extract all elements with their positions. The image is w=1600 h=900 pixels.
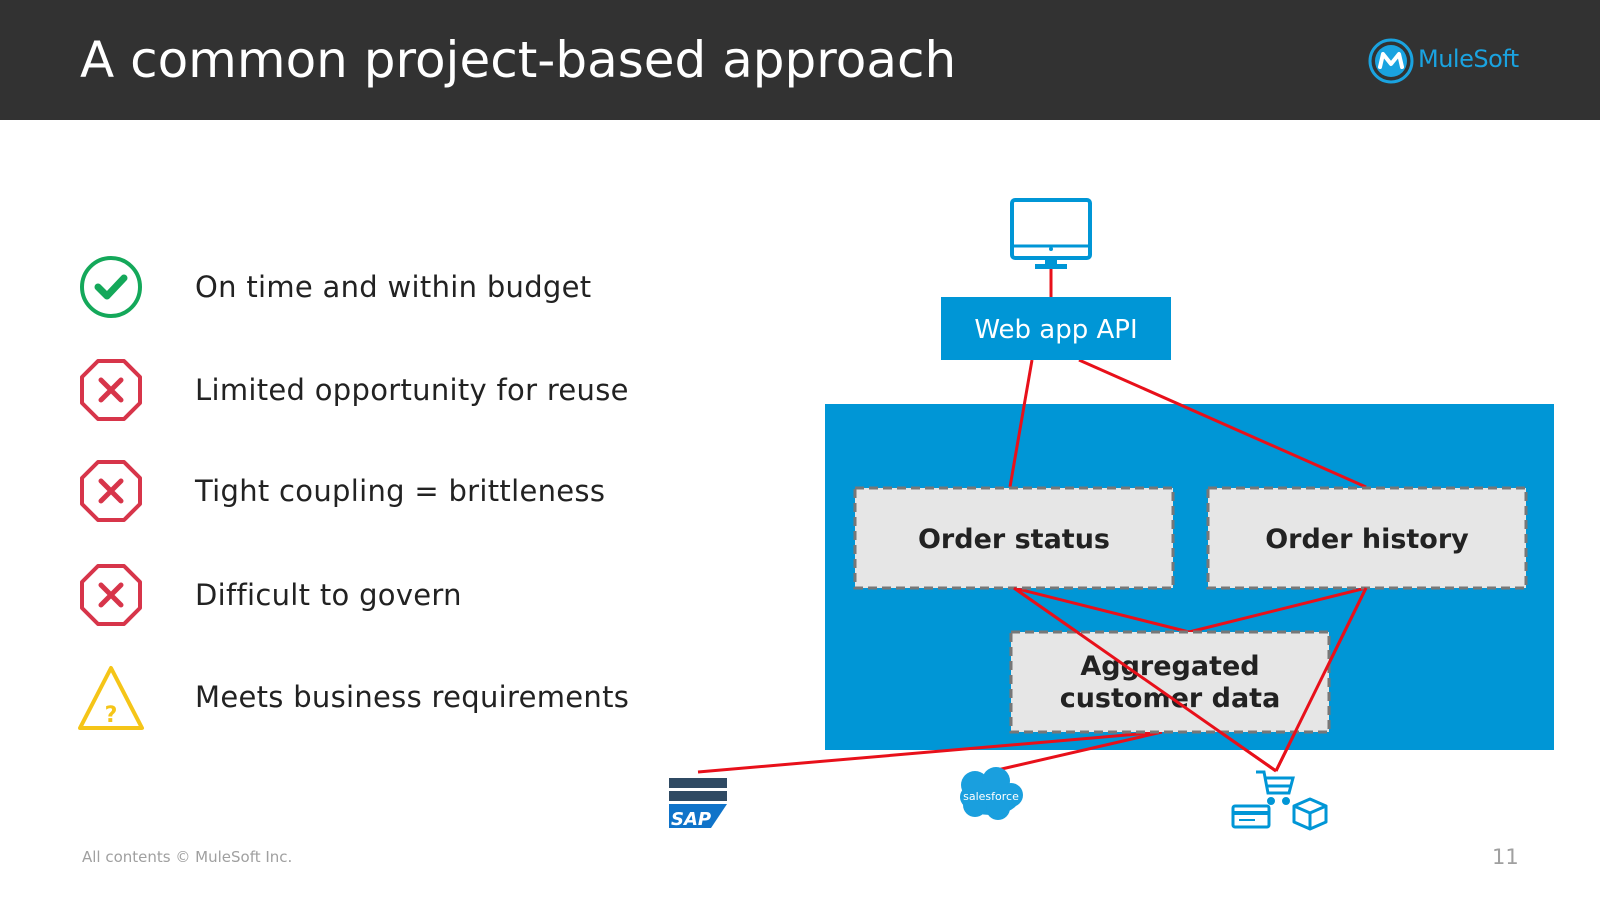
sap-label: SAP — [671, 809, 711, 830]
warning-triangle-icon: ? — [78, 666, 144, 730]
order-history-label: Order history — [1265, 524, 1469, 555]
checklist-item: Limited opportunity for reuse — [0, 355, 680, 425]
aggregated-label-line1: Aggregated — [1080, 651, 1259, 682]
mulesoft-logo: MuleSoft — [1366, 36, 1526, 86]
checklist-label: Tight coupling = brittleness — [195, 474, 606, 508]
package-box-icon — [1292, 797, 1328, 831]
checklist-item: Tight coupling = brittleness — [0, 456, 680, 526]
sap-server-icon: SAP — [669, 778, 727, 830]
checkmark-circle-icon — [80, 256, 142, 318]
checklist-label: Limited opportunity for reuse — [195, 373, 629, 407]
checklist-item: Difficult to govern — [0, 560, 680, 630]
order-history-box: Order history — [1206, 486, 1528, 590]
slide-title: A common project-based approach — [80, 31, 957, 89]
connector-line — [1188, 586, 1367, 634]
cross-octagon-icon — [80, 359, 142, 421]
order-status-label: Order status — [918, 524, 1110, 555]
connector-line — [1078, 358, 1367, 489]
slide-header: A common project-based approach MuleSoft — [0, 0, 1600, 120]
checklist-item: ? Meets business requirements — [0, 662, 680, 732]
salesforce-label: salesforce — [963, 790, 1019, 803]
credit-card-icon — [1231, 804, 1271, 829]
cross-octagon-icon — [80, 564, 142, 626]
checklist-item: On time and within budget — [0, 252, 680, 322]
salesforce-cloud-icon: salesforce — [960, 767, 1023, 820]
cross-octagon-icon — [80, 460, 142, 522]
mulesoft-logo-icon — [1368, 38, 1414, 84]
order-status-box: Order status — [853, 486, 1175, 590]
page-number: 11 — [1492, 845, 1519, 869]
web-app-api-label: Web app API — [974, 315, 1137, 345]
svg-text:?: ? — [105, 703, 118, 728]
checklist-label: Meets business requirements — [195, 680, 630, 714]
web-app-api-box: Web app API — [941, 297, 1171, 360]
connector-line — [992, 730, 1163, 773]
connector-line — [697, 730, 1163, 774]
checklist-label: On time and within budget — [195, 270, 592, 304]
logo-wordmark: MuleSoft — [1418, 45, 1519, 73]
checklist-label: Difficult to govern — [195, 578, 462, 612]
shopping-cart-icon — [1256, 770, 1295, 805]
copyright-footer: All contents © MuleSoft Inc. — [82, 848, 293, 866]
desktop-monitor-icon — [1010, 198, 1092, 269]
connector-line — [1013, 586, 1190, 634]
aggregated-customer-data-box: Aggregated customer data — [1009, 630, 1331, 734]
overlay-connectors — [1013, 586, 1368, 773]
connector-line — [1008, 359, 1034, 488]
